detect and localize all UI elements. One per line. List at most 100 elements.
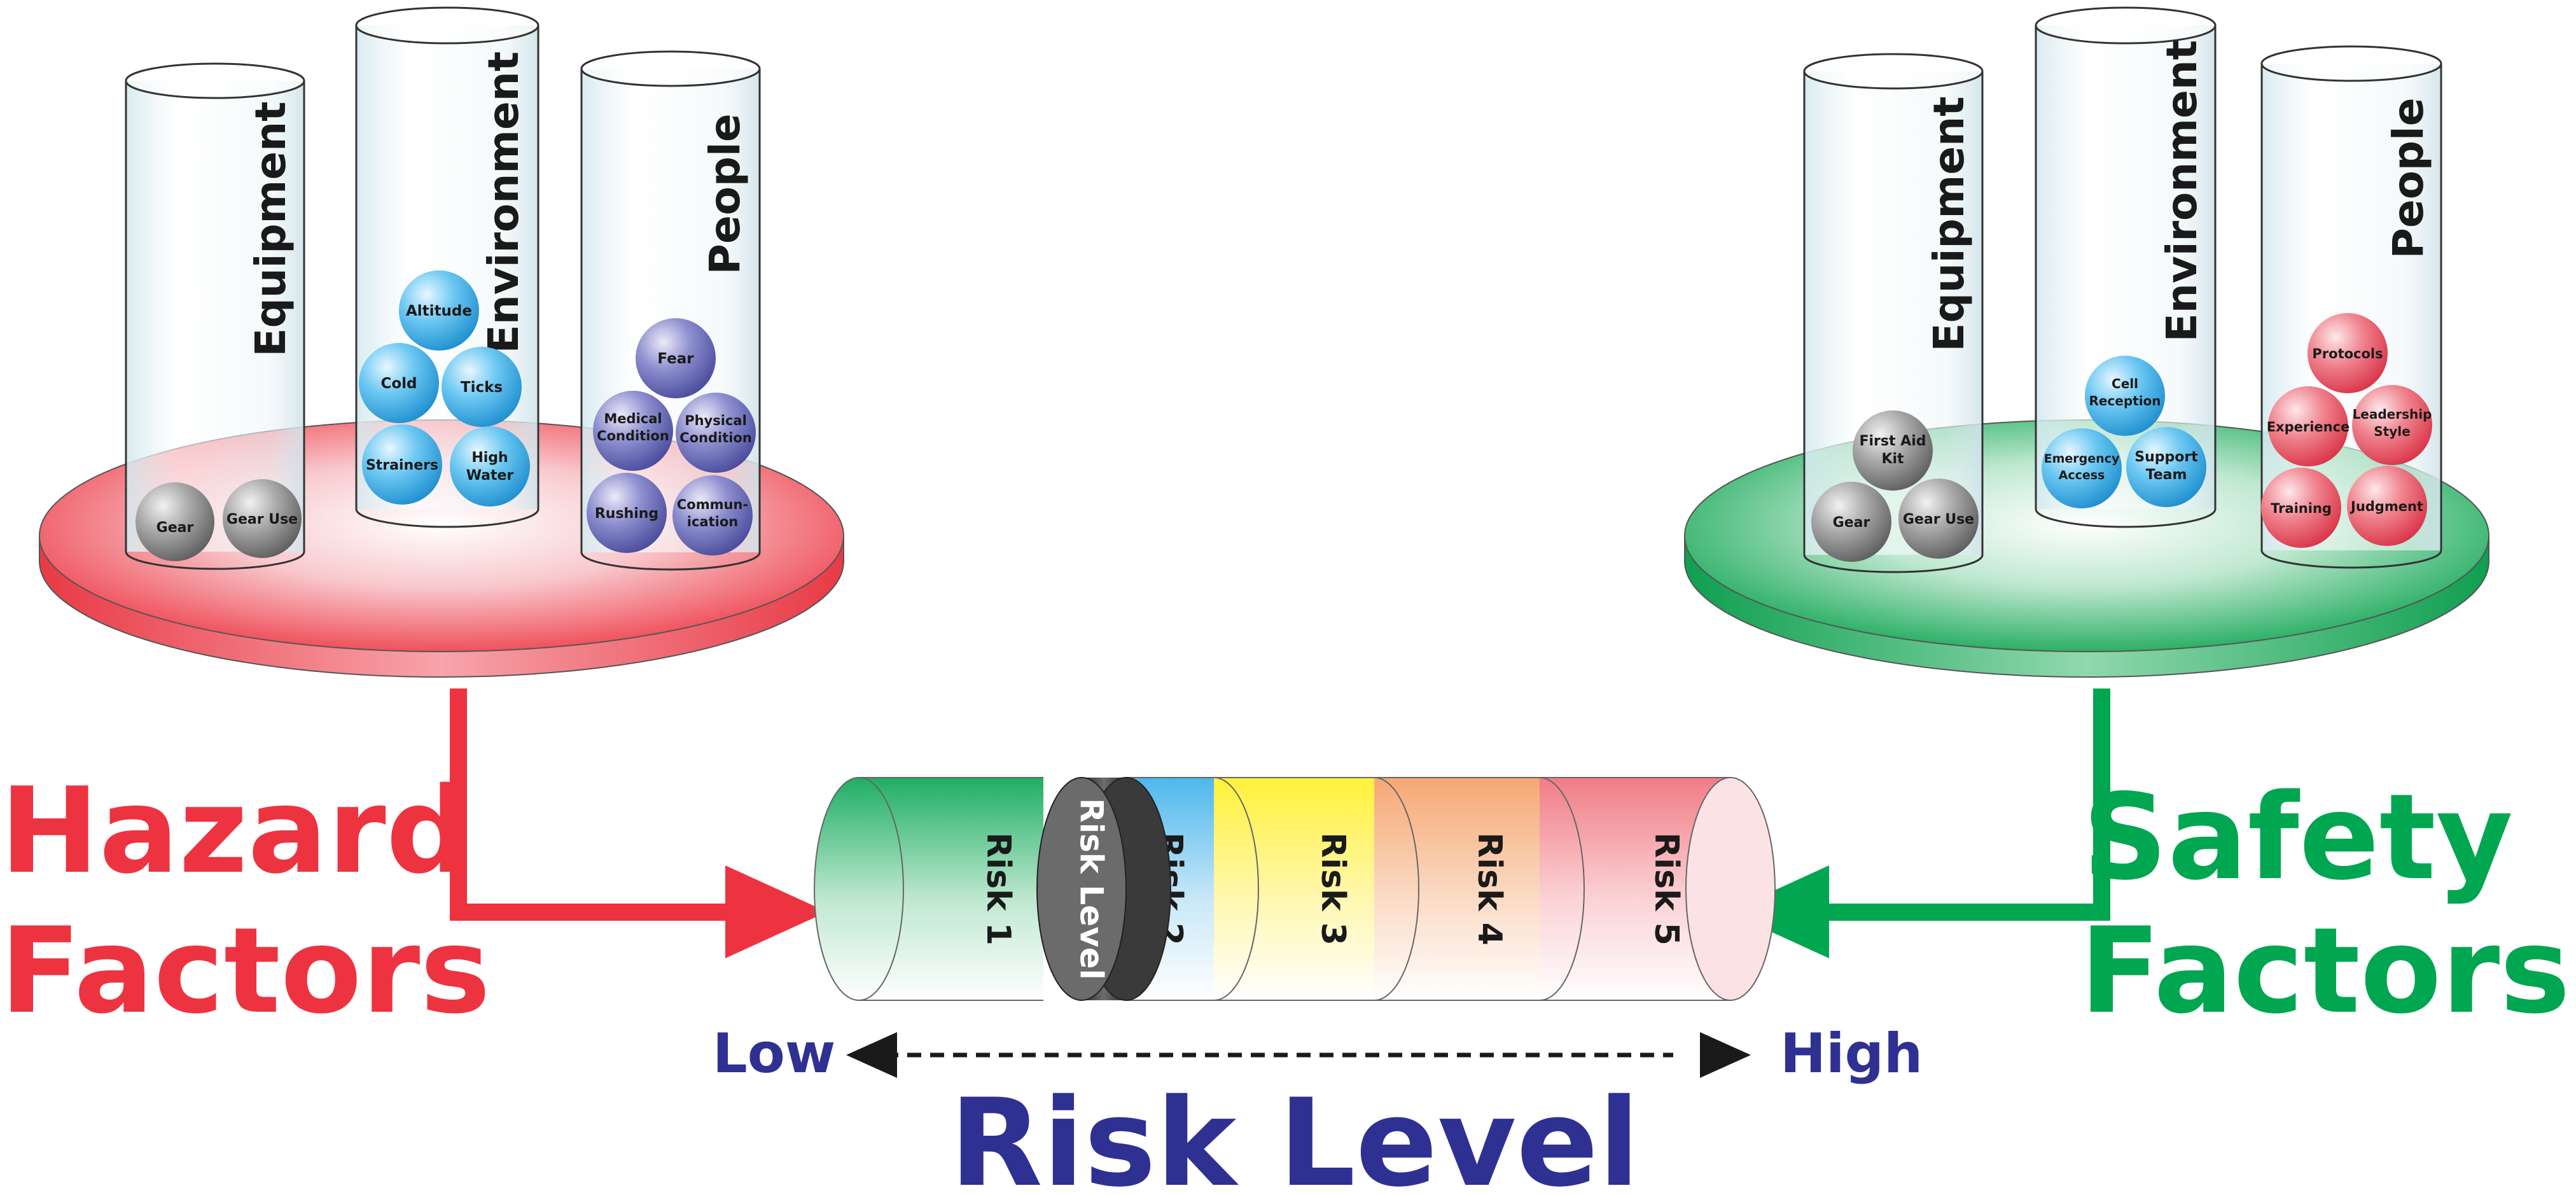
ball-label: Strainers — [366, 458, 438, 473]
label-line: Condition — [597, 428, 669, 444]
risk-scale: Low High Risk Level — [713, 1022, 1923, 1195]
label-line: Physical — [685, 413, 747, 428]
ball: Training — [2261, 468, 2341, 548]
label-line: Access — [2059, 468, 2105, 482]
ball-label: Rushing — [595, 506, 658, 522]
label-line: Support — [2134, 449, 2198, 465]
risk-segment-label: Risk 3 — [1314, 832, 1352, 946]
safety-label-line1: Safety — [2082, 768, 2513, 906]
tube-title: People — [700, 113, 749, 274]
ball: Ticks — [442, 347, 522, 427]
ball-label: Gear Use — [226, 512, 298, 528]
ball: Experience — [2267, 386, 2350, 466]
ball: Gear Use — [223, 479, 302, 558]
ball-label: Commun-ication — [677, 497, 748, 529]
label-line: First Aid — [1859, 433, 1926, 449]
ball: Gear — [136, 482, 214, 561]
label-line: Emergency — [2044, 452, 2120, 466]
safety-factors-label: Safety Factors — [2080, 768, 2570, 1040]
ball: Judgment — [2347, 466, 2427, 546]
label-line: Commun- — [677, 497, 748, 512]
tube-title: People — [2384, 97, 2433, 258]
tube-title: Equipment — [246, 101, 295, 356]
ball: Strainers — [362, 424, 442, 505]
ball-label: Ticks — [461, 379, 503, 396]
arrow-right-icon — [1700, 1032, 1751, 1078]
hazard-arrow — [450, 688, 827, 958]
label-line: ication — [687, 514, 738, 529]
hazard-label-line2: Factors — [0, 902, 491, 1040]
hazard-equipment-balls: Gear Gear Use — [136, 479, 302, 561]
ball: Gear — [1811, 482, 1891, 562]
scale-high-label: High — [1780, 1022, 1923, 1086]
risk-segment-label: Risk 1 — [979, 832, 1017, 946]
ball-label: Cold — [380, 375, 417, 392]
ball-label: Protocols — [2312, 346, 2383, 361]
ball-label: Judgment — [2350, 499, 2423, 514]
tube-title: Environment — [2157, 40, 2206, 342]
ball-label: Training — [2271, 501, 2332, 516]
safety-arrow — [1727, 688, 2110, 958]
label-line: Reception — [2089, 393, 2161, 409]
safety-label-line2: Factors — [2080, 902, 2570, 1040]
ball: Rushing — [587, 473, 667, 553]
ball: Altitude — [399, 270, 479, 351]
hazard-tube-equipment: Equipment — [125, 62, 305, 570]
tube-title: Equipment — [1925, 96, 1974, 351]
ball: Protocols — [2308, 313, 2388, 393]
hazard-tube-people: People — [580, 50, 761, 571]
label-line: High — [471, 450, 508, 466]
label-line: Kit — [1881, 451, 1904, 467]
ball: Gear Use — [1898, 479, 1979, 559]
risk-segment-label: Risk 4 — [1470, 832, 1508, 946]
risk-level-indicator[interactable]: Risk Level — [1036, 777, 1171, 1001]
label-line: Medical — [604, 411, 662, 426]
risk-bar: Risk 5 Risk 4 Risk 3 Risk 2 — [814, 777, 1776, 1001]
hazard-factors-label: Hazard Factors — [0, 762, 491, 1040]
indicator-label: Risk Level — [1073, 798, 1110, 979]
ball: Fear — [636, 318, 716, 398]
arrow-left-icon — [846, 1032, 897, 1078]
risk-level-title: Risk Level — [950, 1073, 1640, 1192]
label-line: Cell — [2112, 376, 2138, 391]
ball: Commun-ication — [672, 475, 753, 556]
hazard-label-line1: Hazard — [0, 762, 471, 900]
label-line: Style — [2374, 424, 2410, 439]
scale-low-label: Low — [713, 1022, 835, 1086]
ball-label: Experience — [2267, 419, 2350, 435]
ball-label: Gear — [1833, 515, 1870, 531]
ball-label: Gear — [157, 520, 194, 536]
ball: Cold — [359, 343, 439, 423]
ball-label: Gear Use — [1903, 512, 1974, 528]
ball-label: Altitude — [406, 303, 472, 319]
risk-segment-1: Risk 1 — [814, 777, 1043, 1001]
risk-segment-label: Risk 5 — [1647, 832, 1685, 946]
tube-title: Environment — [479, 52, 528, 354]
label-line: Team — [2146, 467, 2187, 483]
ball-label: Fear — [657, 351, 694, 367]
label-line: Leadership — [2353, 407, 2432, 422]
